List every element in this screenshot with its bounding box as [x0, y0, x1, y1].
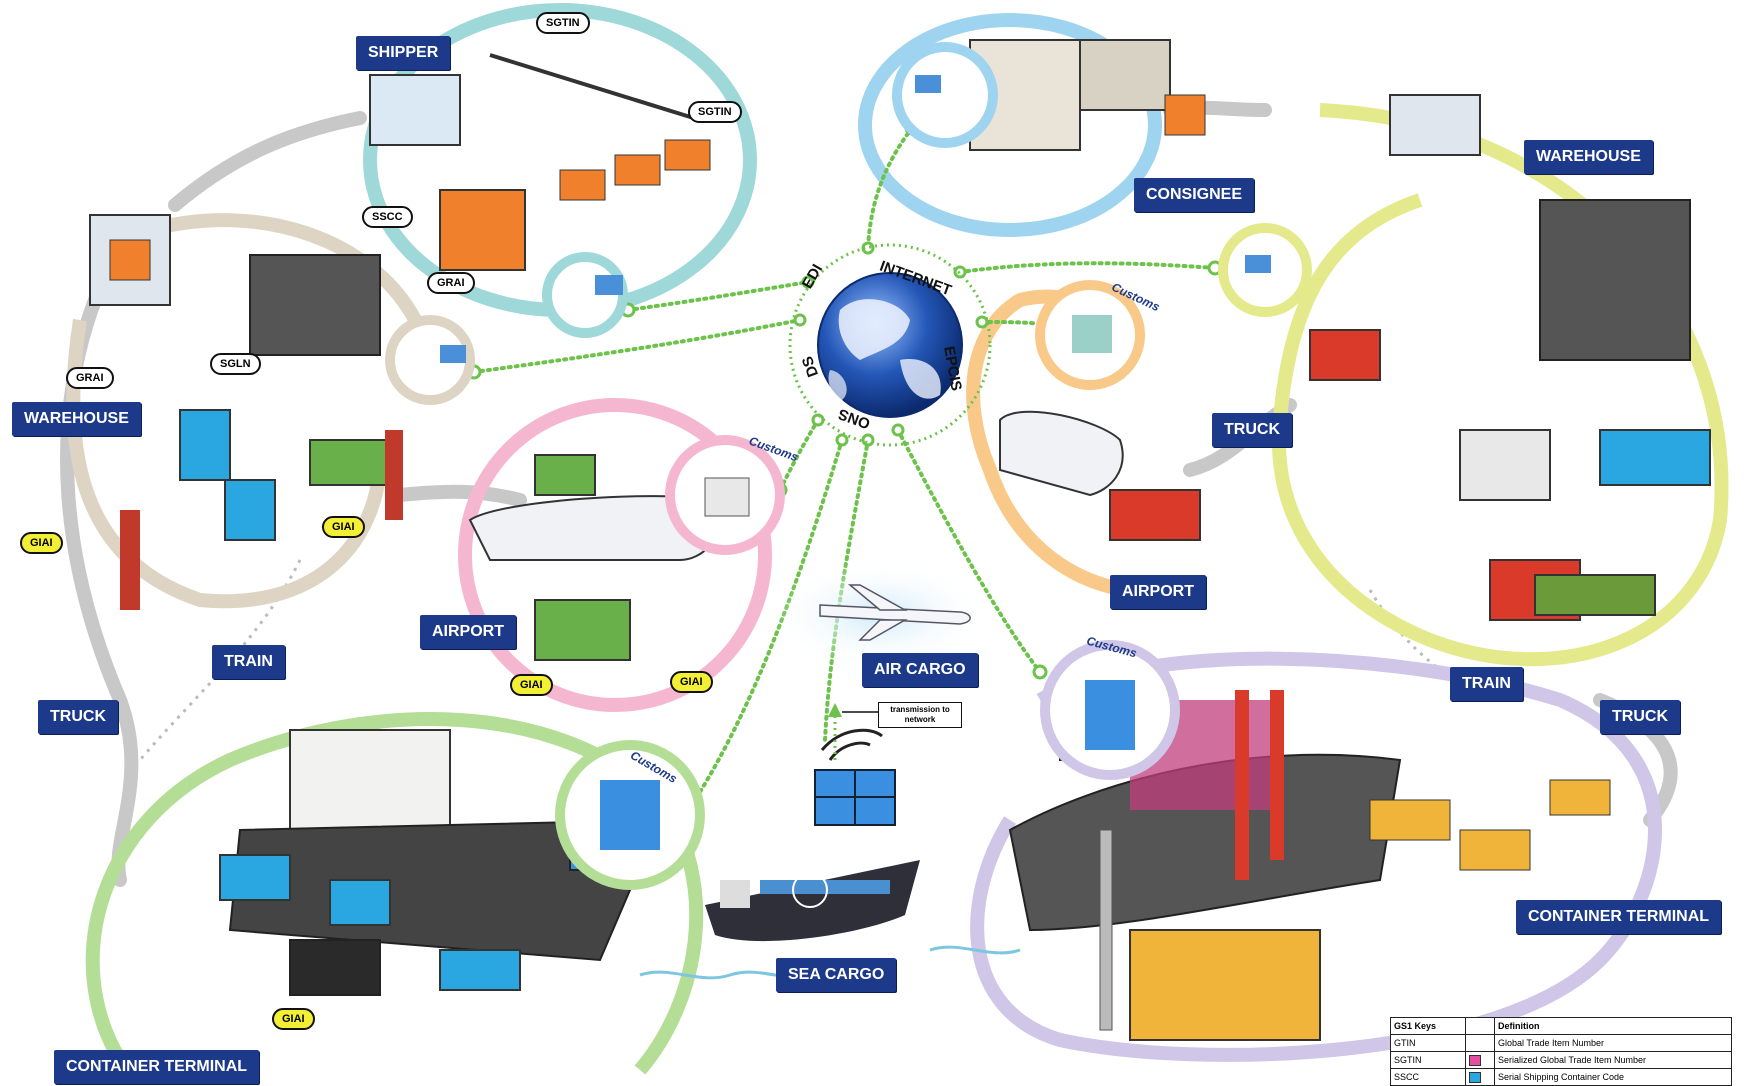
hub-ring — [788, 243, 992, 447]
legend-key: GTIN — [1390, 1034, 1466, 1052]
legend-swatch — [1464, 1034, 1495, 1052]
left-train-facility — [120, 409, 403, 610]
label-air-cargo: AIR CARGO — [862, 653, 978, 687]
label-warehouse-left: WAREHOUSE — [12, 402, 141, 436]
ring-consignee — [858, 13, 1162, 237]
label-airport-left: AIRPORT — [420, 615, 516, 649]
legend-definition: Serial Shipping Container Code — [1493, 1068, 1733, 1086]
legend-row: SSCC Serial Shipping Container Code — [1390, 1068, 1733, 1086]
legend-swatch — [1464, 1068, 1495, 1086]
tag-sgtin-right: SGTIN — [688, 101, 742, 123]
ring-terminal-left — [85, 712, 704, 1075]
legend-swatch — [1464, 1051, 1495, 1069]
tag-sscc: SSCC — [362, 206, 413, 228]
label-sea-cargo: SEA CARGO — [776, 958, 897, 992]
label-truck-right-mid: TRUCK — [1212, 413, 1292, 447]
tag-giai-left: GIAI — [20, 532, 63, 554]
ring-airport-left — [458, 398, 772, 712]
tag-giai-airport-a: GIAI — [510, 674, 553, 696]
consignee-facility — [969, 39, 1206, 151]
ring-warehouse-left-top — [148, 213, 427, 333]
tag-grai-shipper: GRAI — [427, 272, 475, 294]
label-truck-right-bottom: TRUCK — [1600, 700, 1680, 734]
warehouse-right-facility — [1309, 94, 1711, 621]
rfid-pallet-icon — [814, 728, 896, 826]
label-airport-right: AIRPORT — [1110, 575, 1206, 609]
gs1-keys-legend: GS1 Keys Definition GTIN Global Trade It… — [1390, 1017, 1733, 1086]
legend-key: SSCC — [1390, 1068, 1466, 1086]
legend-header-key: GS1 Keys — [1390, 1017, 1466, 1035]
label-truck-left: TRUCK — [38, 700, 118, 734]
cargo-ship-icon — [705, 860, 920, 942]
legend-swatch-sgtin — [1468, 1054, 1481, 1066]
tag-sgtin-top: SGTIN — [536, 12, 590, 34]
legend-row: GTIN Global Trade Item Number — [1390, 1034, 1733, 1052]
terminal-left-facility — [219, 729, 662, 996]
transmission-note: transmission to network — [878, 702, 962, 728]
label-container-terminal-left: CONTAINER TERMINAL — [54, 1050, 260, 1084]
label-train-left: TRAIN — [212, 645, 285, 679]
legend-row: SGTIN Serialized Global Trade Item Numbe… — [1390, 1051, 1733, 1069]
tag-giai-airport-b: GIAI — [670, 671, 713, 693]
label-warehouse-right: WAREHOUSE — [1524, 140, 1653, 174]
label-container-terminal-right: CONTAINER TERMINAL — [1516, 900, 1722, 934]
ring-terminal-right — [970, 651, 1662, 1062]
tag-giai-terminal: GIAI — [272, 1008, 315, 1030]
computer-icons — [440, 75, 1271, 850]
shipper-facility — [369, 53, 711, 271]
legend-key: SGTIN — [1390, 1051, 1466, 1069]
globe-icon — [817, 272, 963, 418]
label-consignee: CONSIGNEE — [1134, 178, 1255, 212]
legend-definition: Global Trade Item Number — [1493, 1034, 1733, 1052]
legend-swatch-sscc — [1468, 1071, 1481, 1083]
tag-grai-warehouse: GRAI — [66, 367, 114, 389]
legend-header-definition: Definition — [1493, 1017, 1733, 1035]
legend-definition: Serialized Global Trade Item Number — [1493, 1051, 1733, 1069]
tag-giai-mid: GIAI — [322, 516, 365, 538]
plane-icon — [819, 584, 971, 641]
label-shipper: SHIPPER — [356, 36, 451, 70]
warehouse-left-facility — [89, 214, 381, 356]
label-train-right: TRAIN — [1450, 667, 1523, 701]
legend-header-swatch — [1464, 1017, 1495, 1035]
tag-sgln: SGLN — [210, 353, 261, 375]
